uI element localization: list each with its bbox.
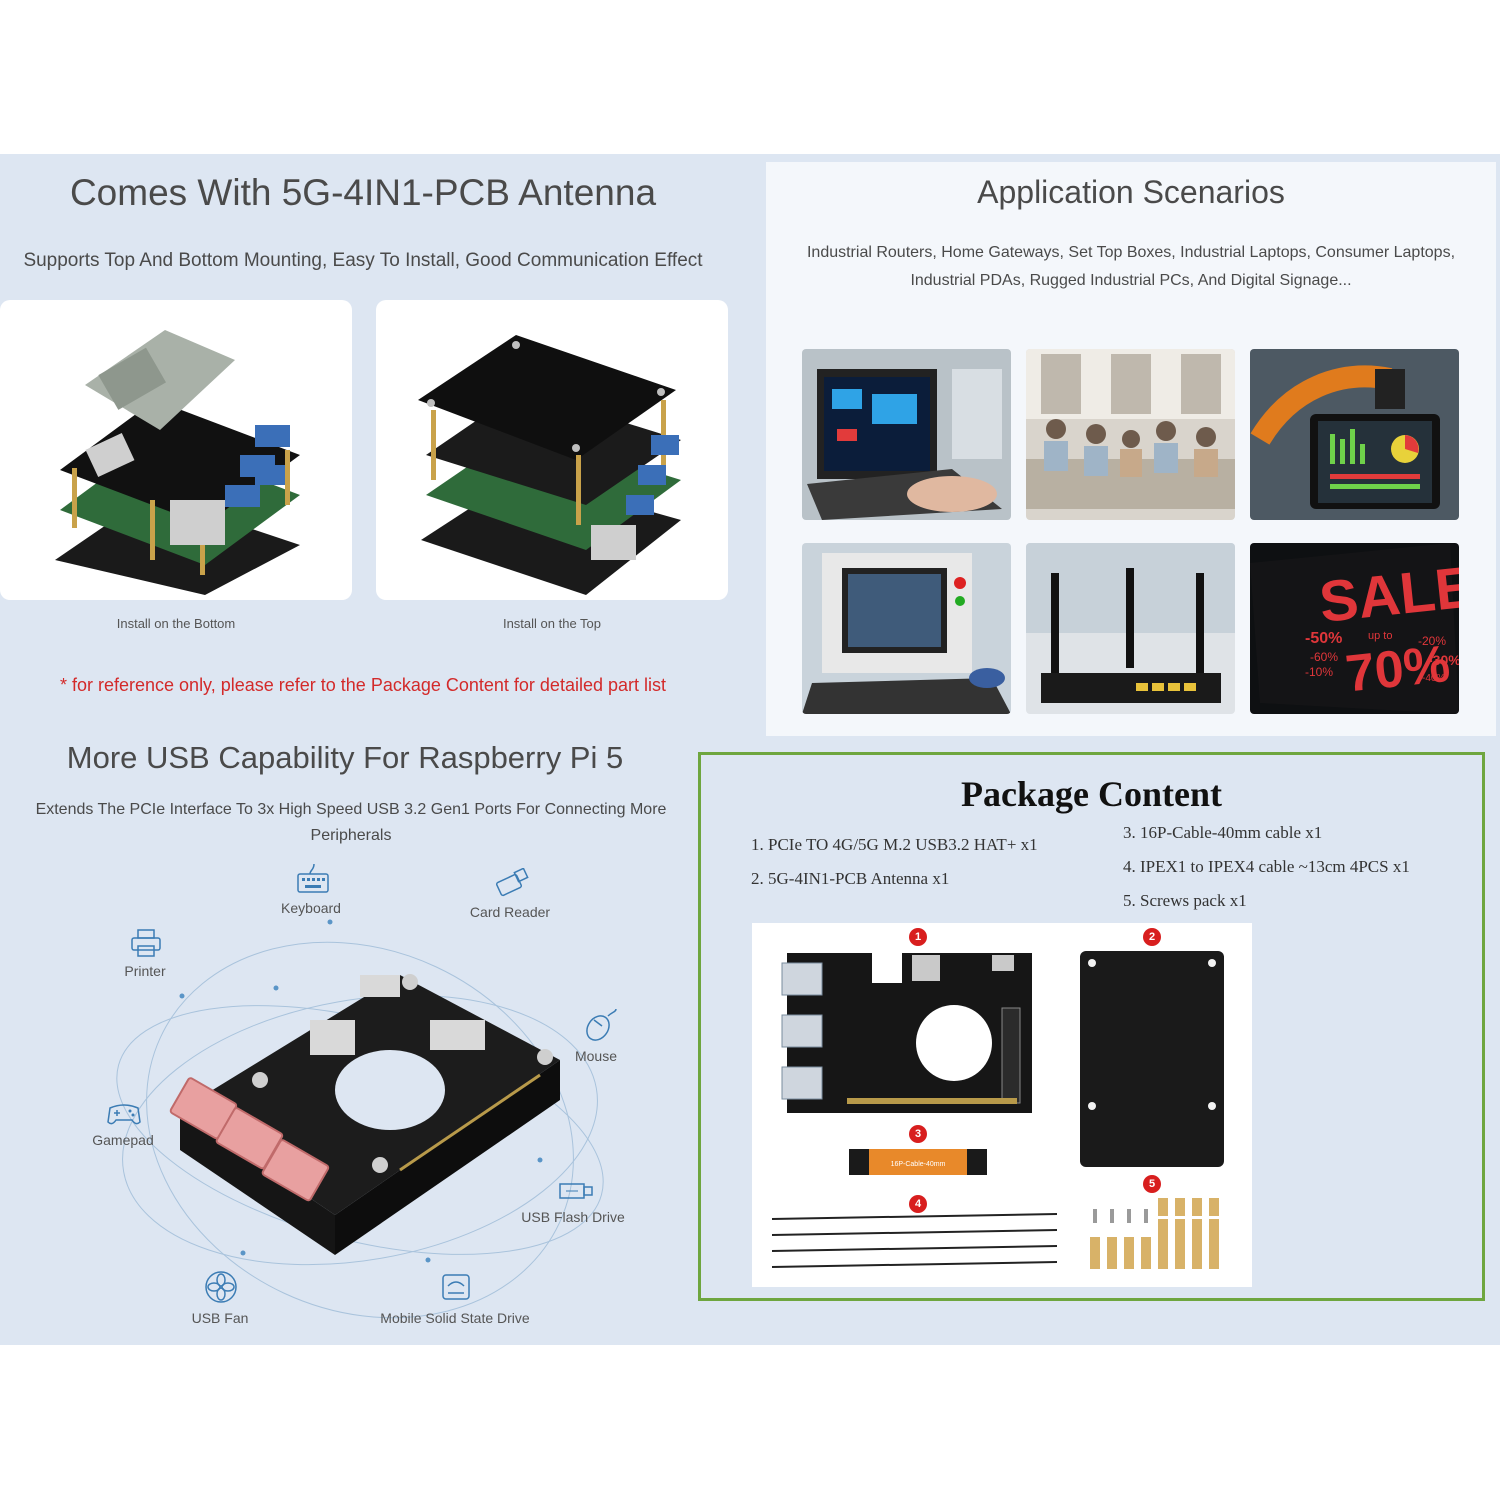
- sale-percent: 70%: [1343, 635, 1453, 704]
- package-item-5: 5. Screws pack x1: [1123, 891, 1247, 910]
- package-item-2: 2. 5G-4IN1-PCB Antenna x1: [751, 869, 950, 888]
- mouse-icon: [582, 1008, 618, 1049]
- gamepad-label: Gamepad: [92, 1132, 154, 1148]
- caption-install-bottom: Install on the Bottom: [116, 616, 236, 631]
- usb-title: More USB Capability For Raspberry Pi 5: [66, 740, 624, 775]
- card-reader-icon: [494, 867, 530, 903]
- printer-icon: [130, 928, 162, 963]
- top-mount-image: [376, 300, 728, 600]
- package-item-1: 1. PCIe TO 4G/5G M.2 USB3.2 HAT+ x1: [751, 835, 1038, 854]
- badge-3: 3: [909, 1125, 927, 1143]
- sale-text: SALE: [1316, 554, 1459, 635]
- package-item-3: 3. 16P-Cable-40mm cable x1: [1123, 823, 1323, 842]
- ssd-label: Mobile Solid State Drive: [380, 1310, 530, 1326]
- usb-subtitle-line2: Peripherals: [310, 827, 392, 844]
- fan-icon: [204, 1270, 238, 1309]
- application-panel: Application Scenarios Industrial Routers…: [766, 162, 1496, 736]
- applications-text-line1: Industrial Routers, Home Gateways, Set T…: [806, 244, 1456, 261]
- package-item-4: 4. IPEX1 to IPEX4 cable ~13cm 4PCS x1: [1123, 857, 1410, 876]
- badge-4: 4: [909, 1195, 927, 1213]
- sale-p7: -40%: [1422, 673, 1445, 684]
- flash-drive-label: USB Flash Drive: [521, 1209, 625, 1225]
- flash-drive-icon: [558, 1180, 594, 1207]
- sale-p3: -20%: [1418, 634, 1446, 648]
- photo-rugged-pc: [802, 543, 1011, 714]
- package-title: Package Content: [961, 774, 1222, 814]
- sale-p2: up to: [1368, 630, 1392, 642]
- applications-title: Application Scenarios: [977, 174, 1285, 210]
- reference-note: * for reference only, please refer to th…: [59, 675, 666, 695]
- caption-install-top: Install on the Top: [502, 616, 602, 631]
- antenna-title: Comes With 5G-4IN1-PCB Antenna: [69, 172, 657, 213]
- package-content-box: Package Content 1. PCIe TO 4G/5G M.2 USB…: [698, 752, 1485, 1301]
- fan-label: USB Fan: [191, 1310, 249, 1326]
- badge-1: 1: [909, 928, 927, 946]
- photo-router: [1026, 543, 1235, 714]
- sale-p6: -10%: [1305, 665, 1333, 679]
- keyboard-icon: [296, 862, 330, 899]
- photo-home-family: [1026, 349, 1235, 520]
- antenna-subtitle: Supports Top And Bottom Mounting, Easy T…: [23, 250, 703, 271]
- gamepad-icon: [106, 1100, 142, 1133]
- badge-2: 2: [1143, 928, 1161, 946]
- keyboard-label: Keyboard: [281, 900, 341, 916]
- card-reader-label: Card Reader: [469, 904, 551, 920]
- sale-p1: -50%: [1305, 630, 1342, 647]
- photo-digital-signage: SALE 70% -50% up to -20% -60% -30% -10% …: [1250, 543, 1459, 714]
- applications-text-line2: Industrial PDAs, Rugged Industrial PCs, …: [910, 272, 1352, 289]
- usb-diagram: [116, 919, 604, 1319]
- sale-p5: -30%: [1428, 652, 1459, 668]
- bottom-mount-image: [0, 300, 352, 600]
- ssd-icon: [440, 1272, 472, 1307]
- mouse-label: Mouse: [574, 1048, 618, 1064]
- photo-industrial-laptop: [802, 349, 1011, 520]
- photo-robot-arm-tablet: [1250, 349, 1459, 520]
- sale-p4: -60%: [1310, 650, 1338, 664]
- usb-subtitle-line1: Extends The PCIe Interface To 3x High Sp…: [35, 801, 667, 818]
- badge-5: 5: [1143, 1175, 1161, 1193]
- printer-label: Printer: [124, 963, 166, 979]
- package-photo: 16P-Cable-40mm 1 2 3 4 5: [752, 923, 1252, 1287]
- cable-label: 16P-Cable-40mm: [891, 1161, 946, 1168]
